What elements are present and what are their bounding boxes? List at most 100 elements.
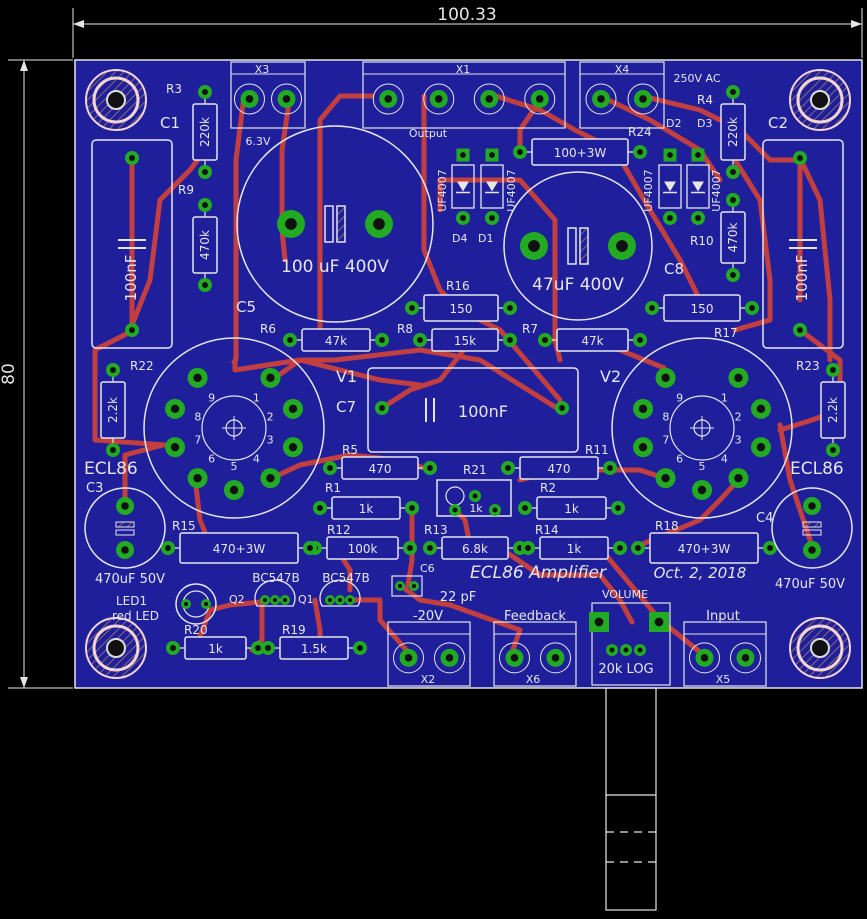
tube-pin-number: 2 (735, 410, 742, 423)
board-date: Oct. 2, 2018 (654, 564, 747, 582)
resistor-ref: R20 (184, 623, 208, 637)
drill-hole (730, 169, 736, 175)
tube-pin-number: 1 (253, 391, 260, 404)
drill-hole (409, 305, 415, 311)
connector-x2-ref: X2 (421, 673, 436, 686)
connector-x4-label: 250V AC (673, 72, 720, 85)
resistor-ref: R10 (690, 234, 714, 248)
resistor-ref: R16 (446, 279, 470, 293)
drill-hole (272, 597, 278, 603)
drill-hole (639, 95, 647, 103)
drill-hole (667, 152, 673, 158)
drill-hole (262, 597, 268, 603)
drill-hole (756, 442, 766, 452)
drill-hole (129, 327, 135, 333)
resistor-ref: R3 (166, 82, 182, 96)
drill-hole (697, 485, 707, 495)
resistor-ref: R4 (697, 93, 713, 107)
drill-hole (460, 215, 466, 221)
drill-hole (404, 654, 413, 662)
tube-outline (611, 337, 793, 519)
drill-hole (635, 545, 641, 551)
drill-hole (638, 404, 648, 414)
diode-part: UF4007 (505, 169, 518, 211)
drill-hole (337, 597, 343, 603)
drill-hole (245, 95, 254, 103)
drill-hole (165, 545, 171, 551)
drill-hole (542, 337, 548, 343)
terminal-screw-ring (730, 642, 761, 674)
drill-hole (472, 493, 478, 499)
terminal-screw-ring (234, 83, 265, 115)
drill-hole (193, 473, 202, 483)
drill-hole (434, 95, 443, 103)
tube-center-ring (669, 395, 735, 461)
resistor-ref: R1 (325, 481, 341, 495)
capacitor-outline (503, 171, 653, 321)
potentiometer-volume (589, 602, 671, 686)
capacitor-outline (236, 125, 434, 323)
drill-hole (417, 337, 423, 343)
mounting-hole-drill (106, 638, 126, 658)
drill-hole (637, 149, 643, 155)
drill-hole (808, 502, 816, 510)
drill-hole (327, 597, 333, 603)
terminal-outline (387, 621, 471, 687)
drill-hole (282, 597, 288, 603)
resistor-ref: R9 (178, 183, 194, 197)
diode-ref: D1 (478, 232, 493, 245)
drill-hole (202, 282, 208, 288)
resistor-value: 150 (450, 302, 473, 316)
tube-pin-number: 3 (267, 434, 274, 447)
capacitor-ref: C5 (236, 298, 256, 316)
drill-hole (202, 169, 208, 175)
resistor-value: 220k (726, 117, 740, 147)
terminal-screw-ring (423, 83, 455, 115)
drill-hole (797, 155, 803, 161)
pot-value: 20k LOG (598, 662, 653, 677)
drill-hole (307, 545, 313, 551)
terminal-screw-ring (540, 642, 571, 674)
connector-x6-label: Feedback (504, 609, 566, 624)
drill-hole (749, 305, 755, 311)
resistor-body (301, 328, 371, 352)
pot-outline (591, 602, 671, 686)
drill-hole (121, 546, 129, 554)
drill-hole (609, 647, 615, 653)
trimmer-outline (436, 479, 512, 517)
resistor-value: 47k (581, 334, 603, 348)
terminal-screw-ring (372, 83, 404, 115)
resistor-body (720, 211, 746, 264)
drill-hole (649, 305, 655, 311)
resistor-value: 470+3W (213, 542, 266, 556)
drill-hole (193, 373, 202, 383)
resistor-ref: R19 (282, 623, 306, 637)
dimension-annotations: 100.33 80 (0, 5, 863, 689)
resistor-body (192, 103, 218, 161)
drill-hole (202, 89, 208, 95)
terminal-screw-ring (689, 642, 720, 674)
drill-hole (507, 337, 513, 343)
drill-hole (767, 545, 773, 551)
tube-outline (143, 337, 325, 519)
tube-pin-number: 6 (208, 453, 215, 466)
resistor-r9: 470k R9 (178, 183, 218, 292)
drill-hole (695, 152, 701, 158)
capacitor-plate (567, 227, 577, 265)
capacitor-ref: C4 (756, 511, 773, 526)
resistor-ref: R11 (585, 443, 609, 457)
resistor-value: 470k (198, 230, 212, 260)
tube-center-ring (201, 395, 267, 461)
tube-pin-number: 9 (208, 391, 215, 404)
terminal-outline (493, 621, 577, 687)
capacitor-outline (391, 575, 423, 597)
resistor-value: 150 (691, 302, 714, 316)
resistor-ref: R7 (522, 322, 538, 336)
mounting-hole-ring (92, 76, 140, 124)
tube-pin-number: 7 (662, 434, 669, 447)
